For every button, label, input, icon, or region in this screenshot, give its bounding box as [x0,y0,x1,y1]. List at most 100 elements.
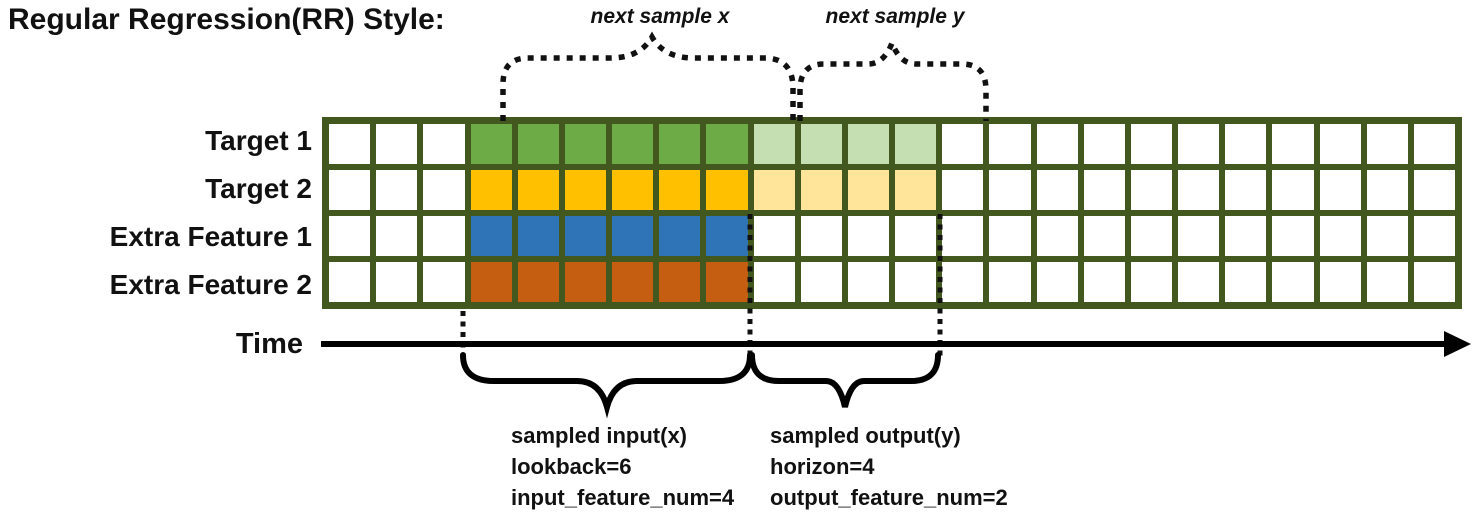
grid-cell [1083,216,1125,256]
grid-cell [1319,216,1361,256]
grid-cell [329,124,371,164]
grid-cell [376,216,418,256]
grid-cell [659,124,701,164]
grid-cell [753,170,795,210]
grid-cell [1319,170,1361,210]
grid-cell [376,262,418,302]
next-sample-y-label: next sample y [825,5,965,28]
grid-cell [423,262,465,302]
grid-cell [753,216,795,256]
time-axis-arrowhead [1444,331,1471,357]
row-label-target-1: Target 1 [205,125,312,156]
grid-cell [564,262,606,302]
grid-cell [895,170,937,210]
grid-cell [1130,216,1172,256]
grid-cell [706,216,748,256]
grid-cell [1130,170,1172,210]
grid-cell [470,216,512,256]
grid-cell [612,170,654,210]
grid-cell [1225,262,1267,302]
grid-cell [989,170,1031,210]
grid-cell [517,216,559,256]
grid-cell [612,216,654,256]
grid-cell [564,124,606,164]
grid-cell [1178,170,1220,210]
grid-cell [1366,262,1408,302]
grid-cell [1413,170,1455,210]
sampled-output-title: sampled output(y) [770,423,961,448]
grid-cell [942,170,984,210]
sampled-output-caption: sampled output(y) horizon=4 output_featu… [770,420,1008,513]
row-label-target-2: Target 2 [205,173,312,204]
grid-cell [800,124,842,164]
grid-cell [989,216,1031,256]
grid-cell [376,124,418,164]
grid-cell [1319,262,1361,302]
output-feature-num-value: output_feature_num=2 [770,485,1008,510]
grid-cell [1036,124,1078,164]
grid-cell [1366,124,1408,164]
sampled-input-caption: sampled input(x) lookback=6 input_featur… [511,420,734,513]
grid-cell [659,262,701,302]
grid-cell [1083,124,1125,164]
grid-cell [1130,262,1172,302]
grid-cell [1178,124,1220,164]
grid-cell [895,216,937,256]
sampled-input-title: sampled input(x) [511,423,688,448]
grid-cell [612,262,654,302]
grid-cell [1413,124,1455,164]
grid-cell [1130,124,1172,164]
row-label-extra-feature-2: Extra Feature 2 [109,269,312,300]
grid-cell [659,216,701,256]
grid-cell [329,262,371,302]
grid-cell [706,262,748,302]
grid-cell [376,170,418,210]
grid-cell [1366,216,1408,256]
timeseries-grid [322,117,1462,309]
grid-cell [1272,262,1314,302]
grid-cell [895,124,937,164]
time-axis-label: Time [235,328,303,360]
grid-cell [564,170,606,210]
grid-cell [706,124,748,164]
grid-cell [847,124,889,164]
grid-cell [1178,216,1220,256]
grid-cell [1036,170,1078,210]
grid-cell [847,216,889,256]
grid-cell [470,124,512,164]
grid-cell [1036,262,1078,302]
grid-cell [753,124,795,164]
next-sample-y-brace [797,35,989,121]
grid-cell [470,170,512,210]
grid-cell [942,262,984,302]
row-label-extra-feature-1: Extra Feature 1 [109,221,312,252]
input-feature-num-value: input_feature_num=4 [511,485,735,510]
page-title: Regular Regression(RR) Style: [8,3,445,36]
grid-cell [706,170,748,210]
sampled-output-brace [749,352,941,408]
grid-cell [612,124,654,164]
next-sample-x-brace [500,31,796,121]
grid-cell [942,124,984,164]
grid-cell [1272,170,1314,210]
grid-cell [1225,124,1267,164]
grid-cell [329,216,371,256]
grid-cell [1272,124,1314,164]
grid-cell [470,262,512,302]
grid-cell [800,262,842,302]
sampled-input-brace [460,352,753,419]
next-sample-x-label: next sample x [590,5,730,28]
grid-cell [1413,262,1455,302]
grid-cell [564,216,606,256]
grid-cell [847,262,889,302]
grid-cell [1083,170,1125,210]
grid-cell [753,262,795,302]
grid-cell [800,170,842,210]
grid-cell [1225,170,1267,210]
grid-cell [517,262,559,302]
grid-cell [1225,216,1267,256]
grid-cell [1272,216,1314,256]
grid-cell [423,124,465,164]
grid-cell [942,216,984,256]
